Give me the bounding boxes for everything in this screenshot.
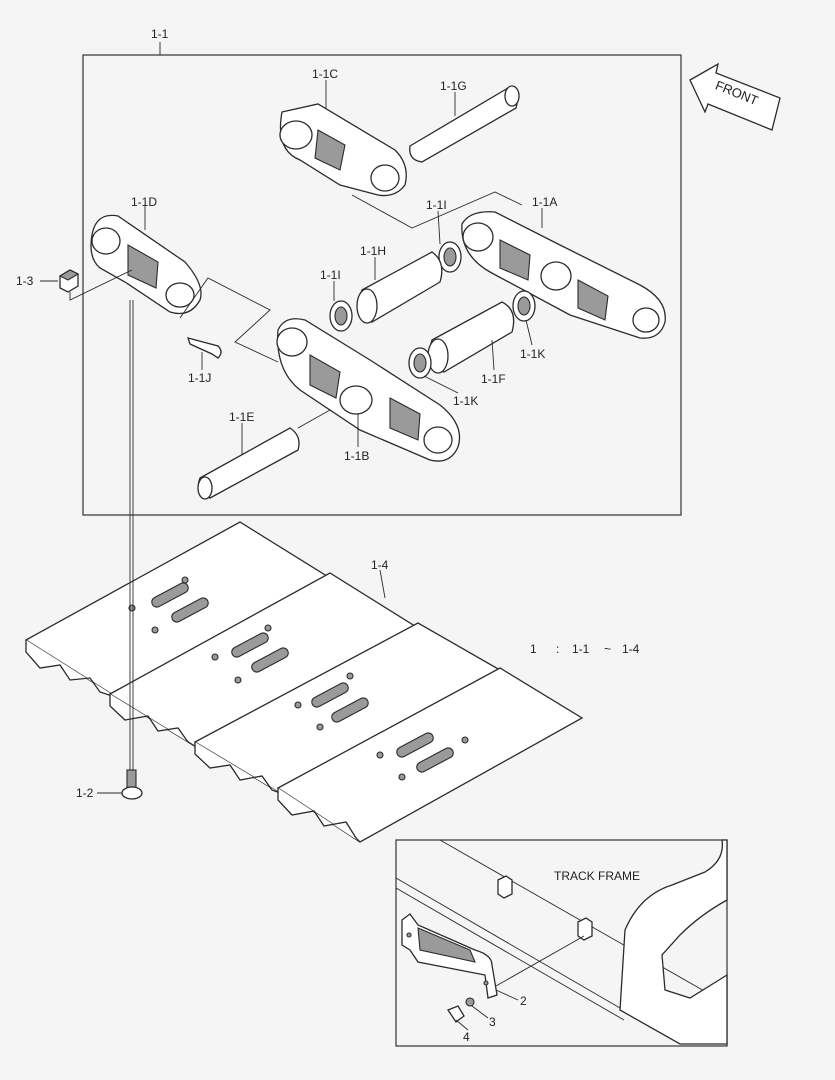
legend-from: 1-1: [572, 642, 590, 656]
label-pin-e: 1-1E: [229, 410, 254, 424]
bushing-1-1f: [427, 301, 515, 374]
pin-1-1j: [187, 337, 222, 359]
nut-1-3: [58, 269, 80, 293]
legend-num: 1: [530, 642, 537, 656]
label-callout-2: 2: [520, 994, 527, 1008]
label-seal-i-left: 1-1I: [320, 268, 341, 282]
bolt-1-2: [121, 769, 143, 800]
track-shoes-1-4: [24, 521, 584, 843]
track-frame-detail: [395, 839, 728, 1045]
label-shoe-4: 1-4: [371, 558, 389, 572]
label-callout-4: 4: [463, 1030, 470, 1044]
inset-box: [395, 839, 728, 1047]
label-bolt-2: 1-2: [76, 786, 94, 800]
front-arrow-icon: FRONT: [689, 62, 781, 131]
label-link-d: 1-1D: [131, 195, 157, 209]
pin-1-1e: [197, 427, 300, 500]
bushing-1-1h: [356, 251, 443, 324]
label-link-a: 1-1A: [532, 195, 557, 209]
legend-tilde: ~: [604, 642, 611, 656]
legend-colon: :: [556, 642, 559, 656]
label-pin-j: 1-1J: [188, 371, 211, 385]
label-seal-k-mid: 1-1K: [453, 394, 478, 408]
label-seal-k-right: 1-1K: [520, 347, 545, 361]
seal-1-1i-top: [438, 241, 462, 273]
legend-to: 1-4: [622, 642, 640, 656]
link-1-1c: [279, 103, 407, 197]
seal-1-1k-right: [512, 290, 536, 322]
label-nut-3: 1-3: [16, 274, 34, 288]
pin-1-1g: [409, 85, 520, 163]
label-pin-g: 1-1G: [440, 79, 467, 93]
label-link-c: 1-1C: [312, 67, 338, 81]
label-link-b: 1-1B: [344, 449, 369, 463]
label-track-frame: TRACK FRAME: [554, 869, 640, 883]
link-1-1a: [461, 211, 666, 339]
label-assembly: 1-1: [151, 27, 169, 41]
seal-1-1k-mid: [408, 347, 432, 379]
label-seal-i-top: 1-1I: [426, 198, 447, 212]
legend: 1 : 1-1 ~ 1-4: [530, 642, 640, 656]
link-1-1b: [276, 318, 461, 462]
assembly-box: [82, 54, 682, 516]
label-callout-3: 3: [489, 1015, 496, 1029]
label-bushing-f: 1-1F: [481, 372, 506, 386]
label-bushing-h: 1-1H: [360, 244, 386, 258]
link-1-1d: [90, 214, 202, 315]
seal-1-1i-left: [329, 300, 353, 332]
